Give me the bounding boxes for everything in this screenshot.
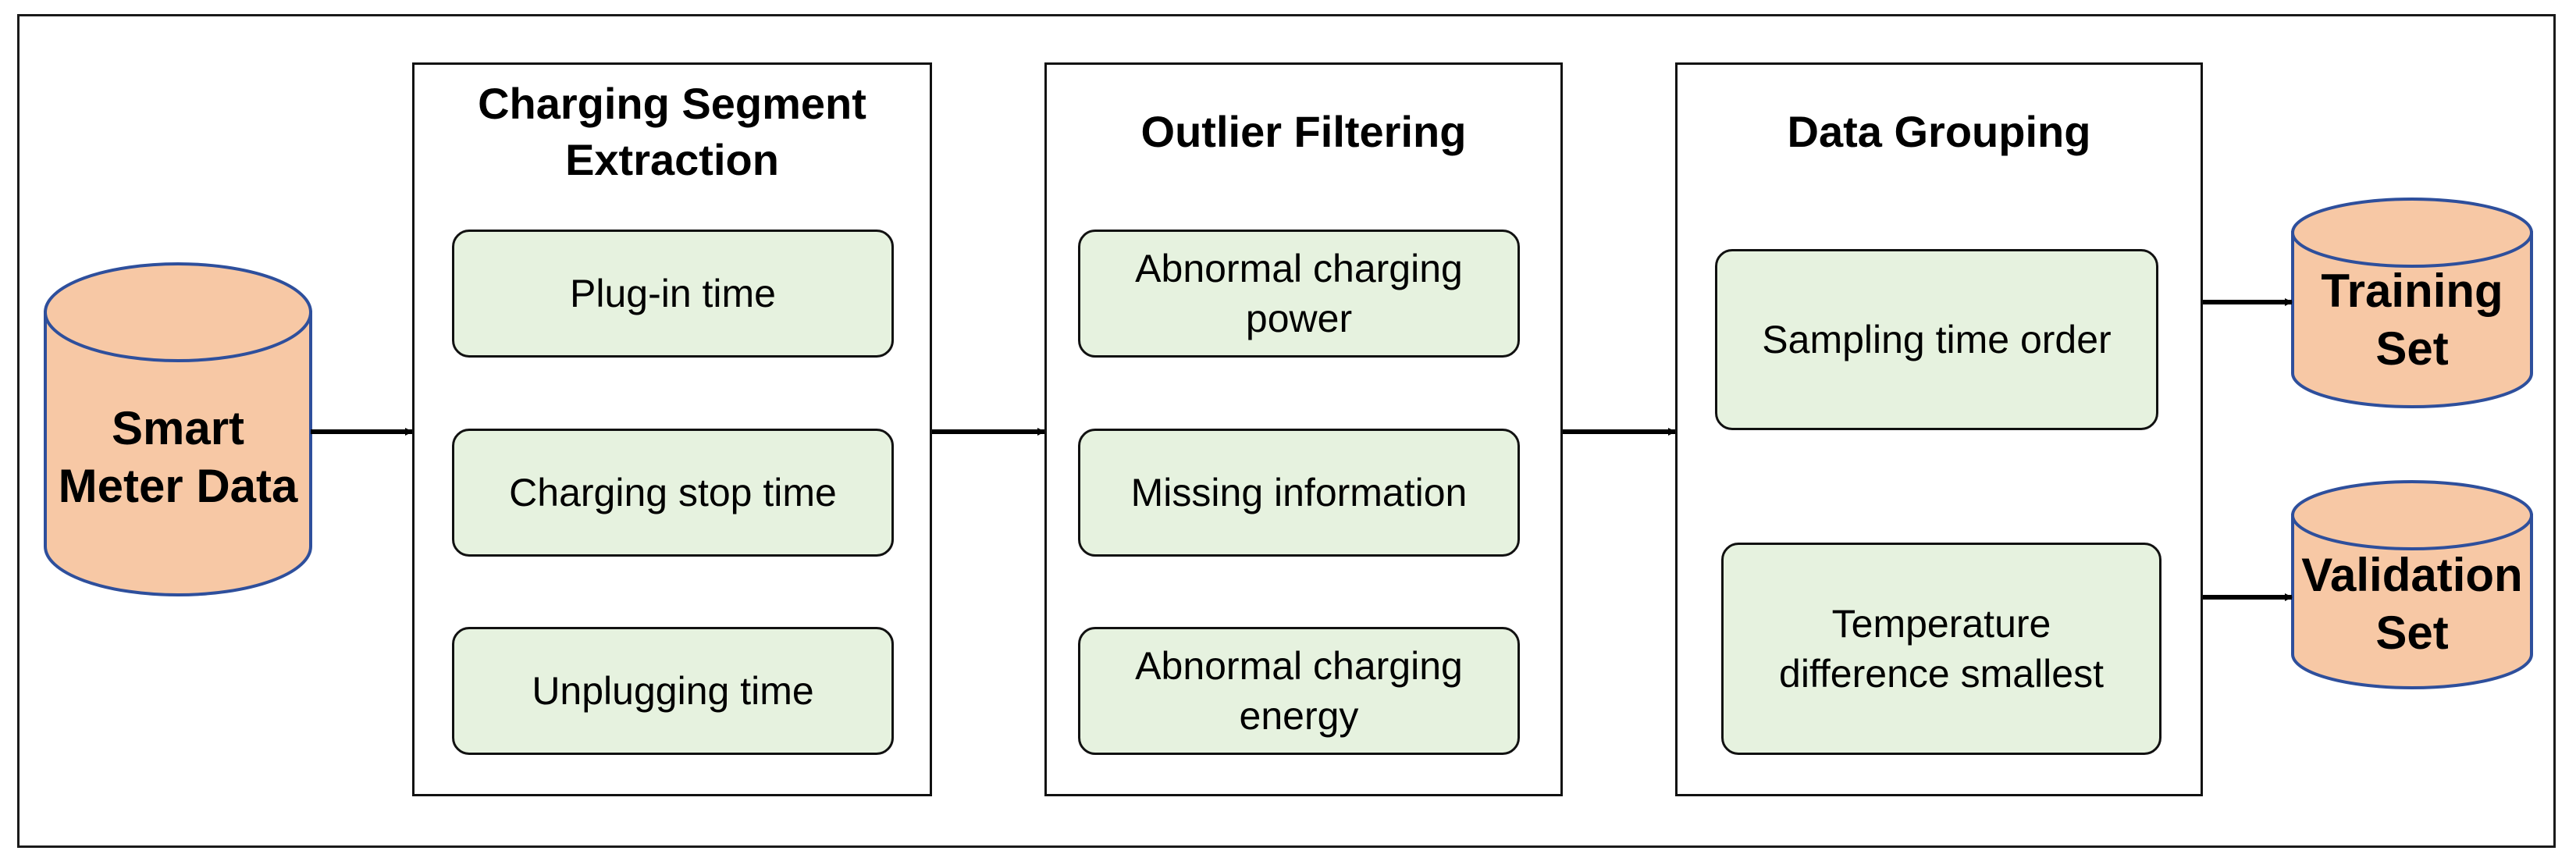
training-set-label: Training Set [2293, 262, 2532, 378]
training-set-cylinder [2291, 198, 2533, 408]
source-cylinder [44, 262, 312, 596]
step-line1: Temperature [1831, 602, 2051, 646]
panel-title-line1: Charging Segment [478, 79, 866, 128]
step-line1: Abnormal charging [1135, 644, 1463, 688]
step-line1: Plug-in time [570, 272, 776, 315]
diagram-frame [17, 14, 2556, 848]
panel-title-line2: Extraction [565, 135, 779, 184]
step-abnormal-charging-power: Abnormal charging power [1078, 230, 1520, 358]
panel-charging-segment-extraction: Charging Segment Extraction Plug-in time… [412, 62, 932, 796]
step-temperature-difference-smallest: Temperature difference smallest [1721, 543, 2161, 755]
step-abnormal-charging-energy: Abnormal charging energy [1078, 627, 1520, 755]
step-charging-stop-time: Charging stop time [452, 429, 894, 557]
step-sampling-time-order: Sampling time order [1715, 249, 2158, 430]
step-line2: energy [1239, 694, 1359, 738]
panel-title: Outlier Filtering [1047, 104, 1560, 160]
step-line1: Charging stop time [509, 471, 837, 514]
training-set-label-line2: Set [2375, 322, 2449, 375]
step-line1: Abnormal charging [1135, 247, 1463, 290]
step-plug-in-time: Plug-in time [452, 230, 894, 358]
panel-title: Charging Segment Extraction [415, 76, 930, 188]
step-line2: power [1245, 297, 1353, 340]
step-line1: Missing information [1130, 471, 1468, 514]
panel-title-line1: Outlier Filtering [1140, 107, 1467, 156]
panel-title: Data Grouping [1678, 104, 2201, 160]
validation-set-label-line2: Set [2375, 607, 2449, 659]
panel-outlier-filtering: Outlier Filtering Abnormal charging powe… [1044, 62, 1563, 796]
panel-title-line1: Data Grouping [1787, 107, 2091, 156]
step-line2: difference smallest [1779, 652, 2104, 696]
source-label: Smart Meter Data [45, 400, 311, 515]
step-line1: Unplugging time [532, 669, 814, 713]
validation-set-label-line1: Validation [2301, 549, 2523, 601]
step-unplugging-time: Unplugging time [452, 627, 894, 755]
source-label-line2: Meter Data [58, 460, 298, 512]
validation-set-label: Validation Set [2293, 546, 2532, 662]
training-set-label-line1: Training [2321, 265, 2503, 317]
validation-set-cylinder [2291, 480, 2533, 689]
panel-data-grouping: Data Grouping Sampling time order Temper… [1675, 62, 2203, 796]
source-label-line1: Smart [111, 402, 245, 454]
step-missing-information: Missing information [1078, 429, 1520, 557]
step-line1: Sampling time order [1762, 318, 2112, 361]
